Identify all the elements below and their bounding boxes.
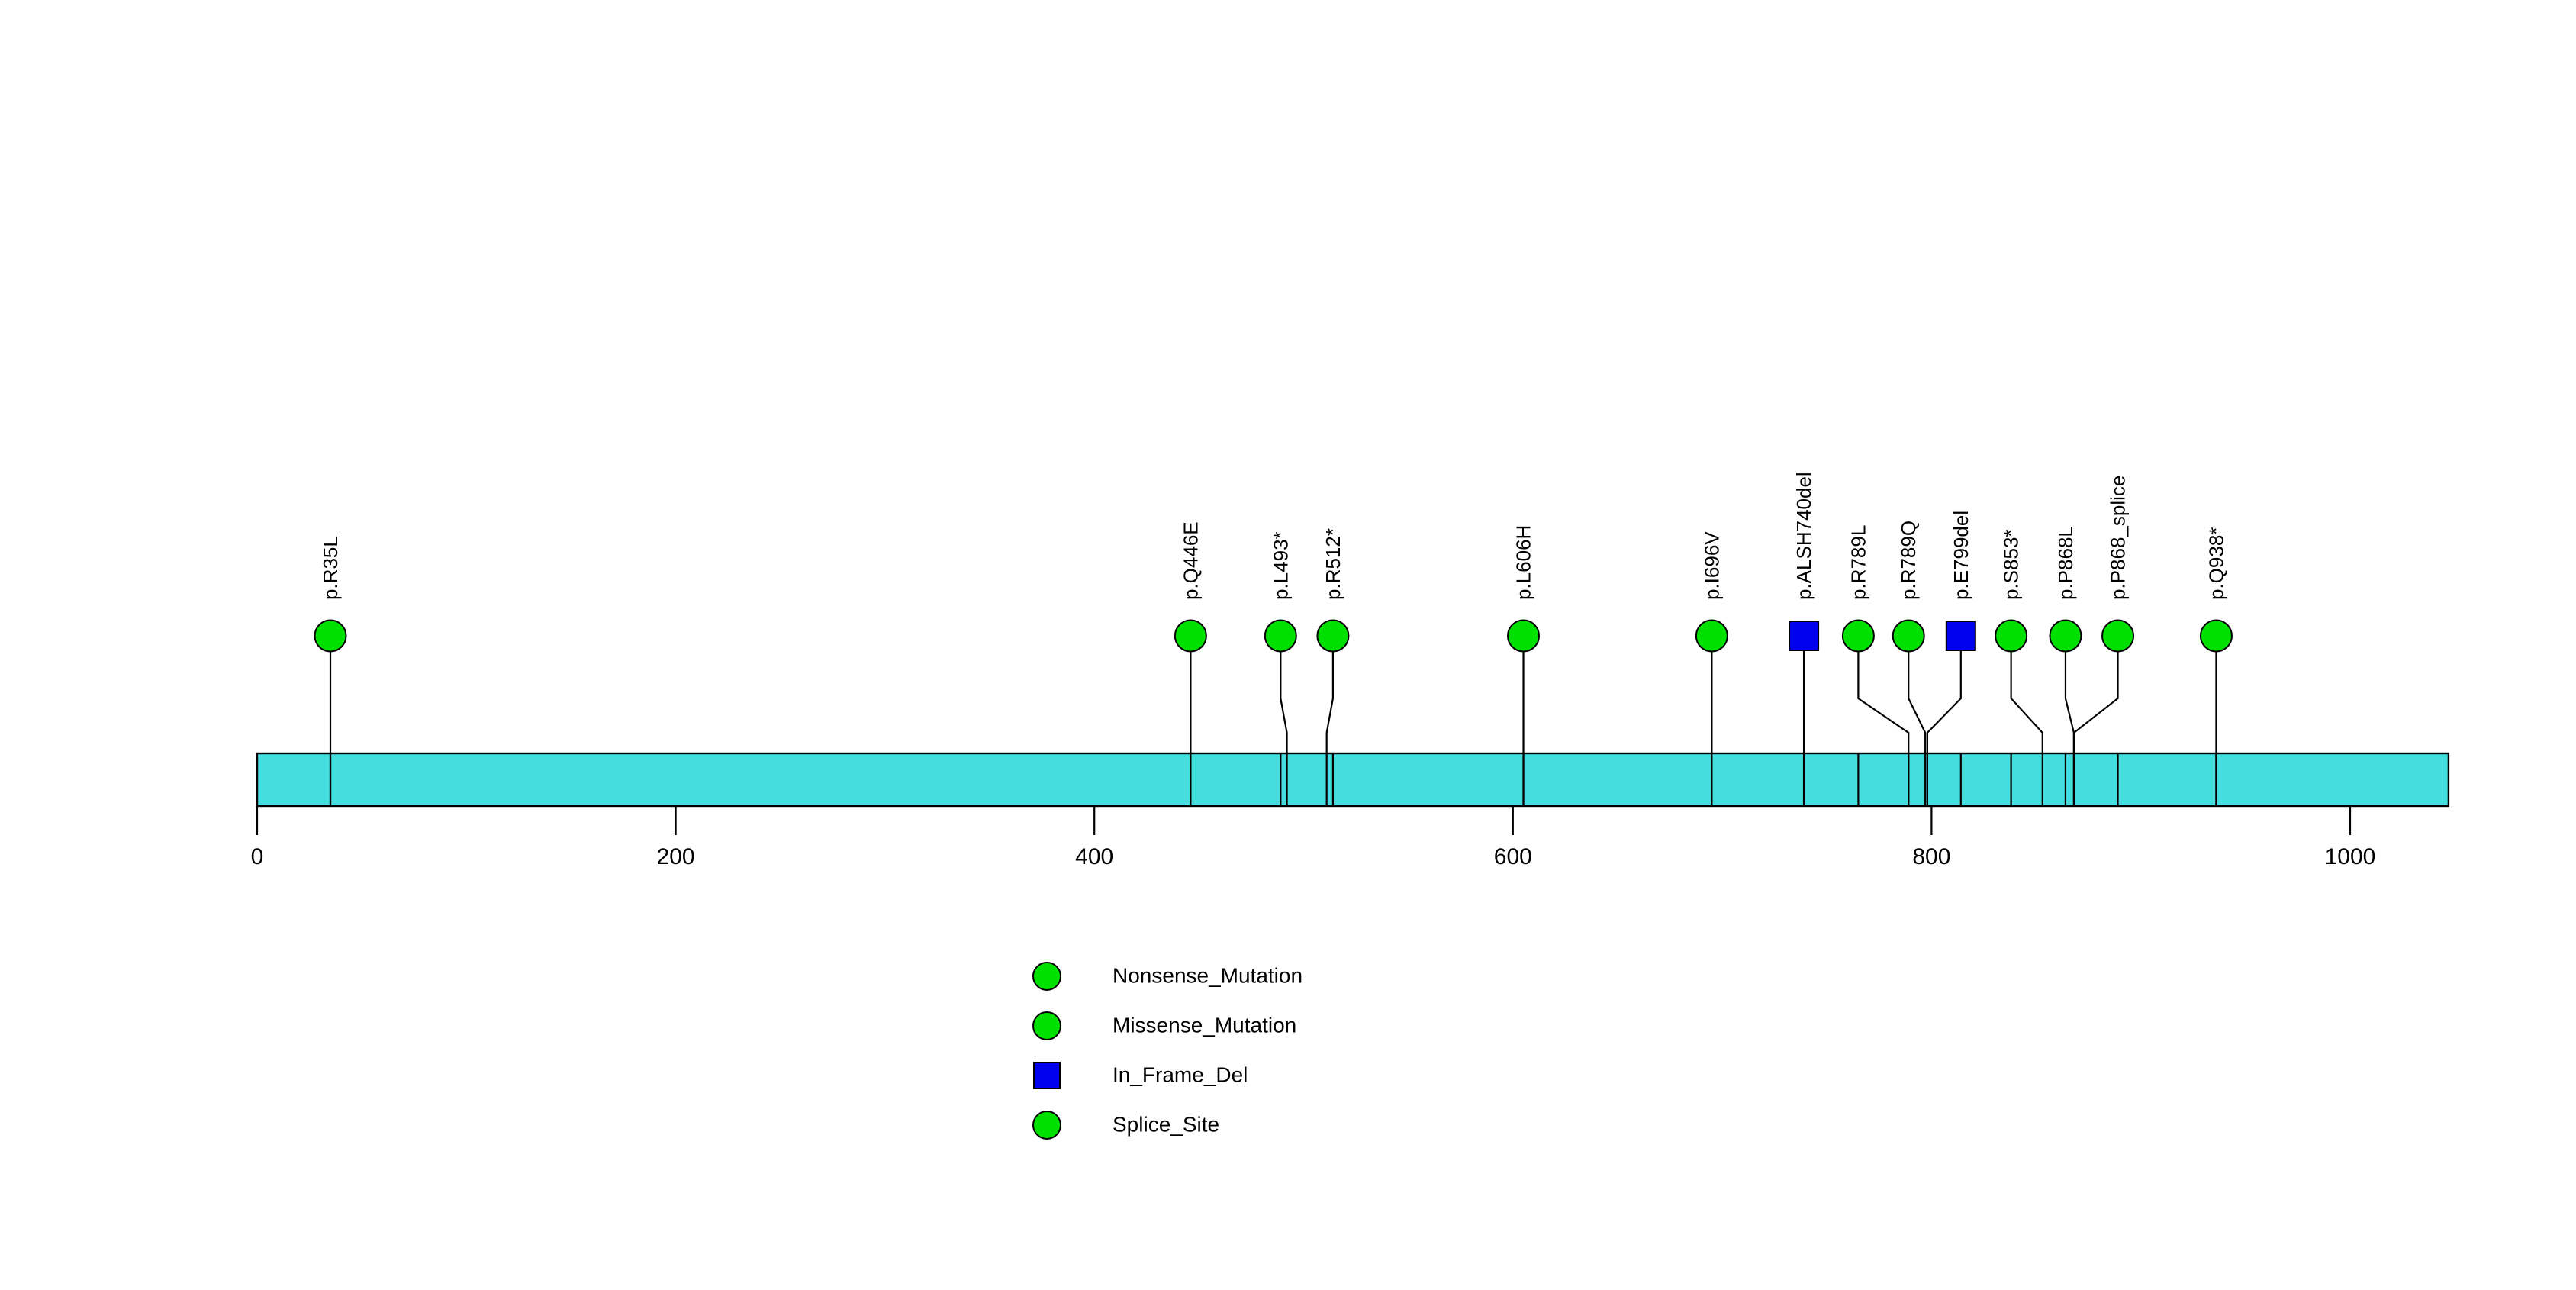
lollipop-head-circle[interactable]: p.R789Q — [1892, 619, 1925, 653]
x-axis-tick-label: 600 — [1494, 844, 1532, 869]
protein-bar-rect — [256, 752, 2450, 808]
lollipop-stems — [329, 636, 2217, 806]
mutation-label: p.P868L — [2054, 526, 2077, 600]
x-axis: 0 200 400 600 800 1000 — [251, 806, 2376, 869]
lollipop-head-circle[interactable]: p.I696V — [1695, 619, 1728, 653]
lollipop-labels: p.R35L p.Q446E p.L493* p.R512* p.L606H p.I696… — [319, 472, 2227, 600]
lollipop-stem — [1857, 636, 1910, 806]
lollipop-head-circle[interactable]: p.S853* — [1995, 619, 2028, 653]
mutation-label: p.R35L — [319, 536, 342, 600]
mutation-label: p.R512* — [1322, 528, 1344, 600]
legend-label: Splice_Site — [1113, 1112, 1219, 1136]
lollipop-heads[interactable]: p.R35L p.Q446E p.L493* p.R512* p.L606H p.I696… — [314, 619, 2233, 653]
mutation-label: p.E799del — [1950, 511, 1972, 600]
legend-swatch-circle[interactable] — [1032, 1111, 1061, 1140]
lollipop-stem — [2010, 636, 2043, 806]
x-axis-tick-label: 200 — [657, 844, 695, 869]
lollipop-stem — [1908, 636, 1927, 806]
lollipop-head-circle[interactable]: p.R512* — [1316, 619, 1350, 653]
mutation-label: p.S853* — [2000, 529, 2023, 600]
legend-label: Nonsense_Mutation — [1113, 963, 1302, 987]
lollipop-head-circle[interactable]: p.P868_splice — [2101, 619, 2135, 653]
lollipop-head-circle[interactable]: p.R35L — [314, 619, 347, 653]
mutation-label: p.I696V — [1700, 531, 1723, 600]
lollipop-stem — [1926, 636, 1962, 806]
mutation-label: p.Q938* — [2204, 527, 2227, 600]
legend-label: In_Frame_Del — [1113, 1063, 1248, 1086]
lollipop-head-circle[interactable]: p.P868L — [2049, 619, 2082, 653]
legend[interactable]: Nonsense_MutationMissense_MutationIn_Fra… — [1032, 962, 1302, 1140]
lollipop-head-square[interactable]: p.E799del — [1945, 621, 1976, 651]
lollipop-head-circle[interactable]: p.R789L — [1841, 619, 1875, 653]
lollipop-stem — [1325, 636, 1334, 806]
legend-swatch-circle[interactable] — [1032, 1011, 1061, 1040]
lollipop-head-circle[interactable]: p.L606H — [1507, 619, 1541, 653]
lollipop-stem — [2072, 636, 2119, 806]
mutation-label: p.Q446E — [1179, 521, 1202, 600]
mutation-label: p.L493* — [1269, 531, 1292, 600]
lollipop-stem — [1280, 636, 1288, 806]
x-axis-tick-label: 0 — [251, 844, 264, 869]
mutation-label: p.R789Q — [1897, 521, 1920, 600]
lollipop-head-square[interactable]: p.ALSH740del — [1789, 621, 1820, 651]
x-axis-tick-label: 400 — [1075, 844, 1113, 869]
lollipop-head-circle[interactable]: p.Q446E — [1174, 619, 1207, 653]
mutation-label: p.ALSH740del — [1792, 472, 1815, 600]
lollipop-head-circle[interactable]: p.Q938* — [2199, 619, 2233, 653]
protein-backbone-bar — [256, 752, 2450, 808]
legend-swatch-circle[interactable] — [1032, 962, 1061, 991]
mutation-label: p.P868_splice — [2107, 476, 2130, 600]
mutation-label: p.R789L — [1847, 525, 1869, 600]
legend-label: Missense_Mutation — [1113, 1013, 1296, 1037]
mutation-label: p.L606H — [1512, 525, 1535, 600]
x-axis-tick-label: 800 — [1912, 844, 1950, 869]
legend-swatch-square[interactable] — [1033, 1062, 1061, 1089]
lollipop-head-circle[interactable]: p.L493* — [1264, 619, 1297, 653]
x-axis-tick-label: 1000 — [2325, 844, 2376, 869]
